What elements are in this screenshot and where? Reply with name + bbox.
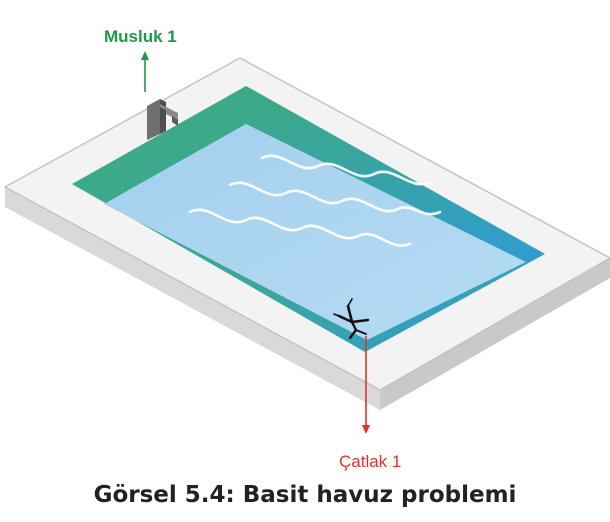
faucet-body xyxy=(147,99,160,140)
faucet-icon xyxy=(147,99,178,140)
deck-front-right-side xyxy=(380,258,610,410)
wave-1 xyxy=(260,154,432,186)
water-waves xyxy=(188,154,442,247)
faucet-spout-tip xyxy=(172,116,178,126)
crack-arrow xyxy=(362,336,370,434)
wave-3 xyxy=(188,208,412,247)
faucet-spout xyxy=(160,104,178,120)
crack-icon xyxy=(333,298,370,340)
pool-water xyxy=(104,124,526,340)
crack-label: Çatlak 1 xyxy=(339,452,402,471)
figure-caption: Görsel 5.4: Basit havuz problemi xyxy=(93,482,517,508)
deck-front-left-side xyxy=(5,187,380,410)
tap-arrow xyxy=(141,51,149,92)
wave-2 xyxy=(228,181,442,216)
tap-label: Musluk 1 xyxy=(104,27,177,46)
faucet-side xyxy=(160,99,166,134)
